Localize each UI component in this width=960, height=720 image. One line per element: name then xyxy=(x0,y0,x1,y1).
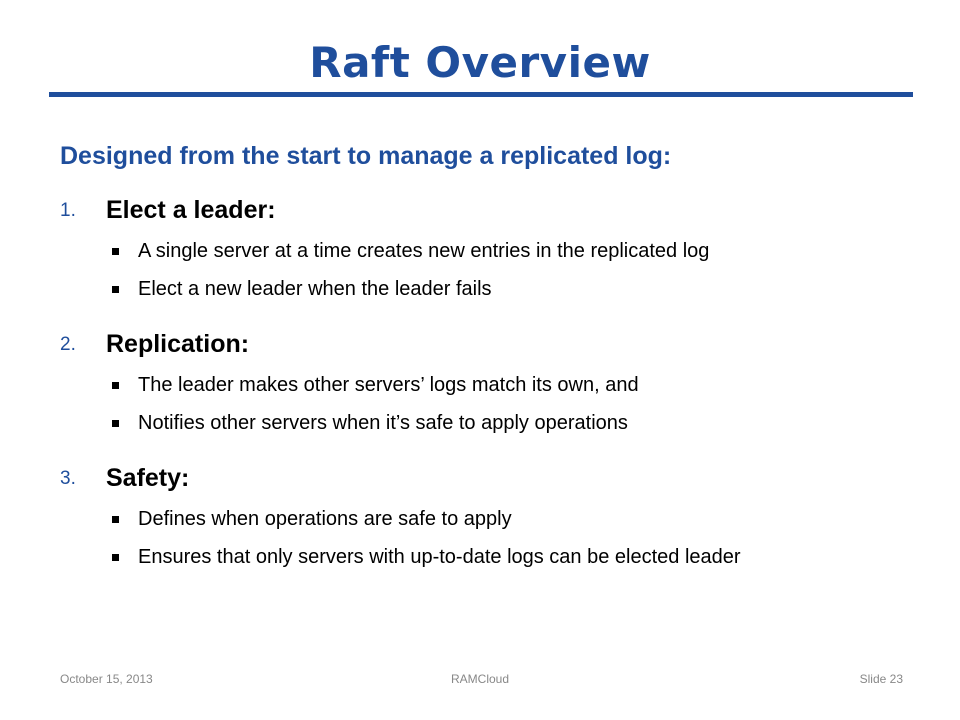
bullet-text: Notifies other servers when it’s safe to… xyxy=(138,412,628,434)
title-underline xyxy=(49,92,913,97)
bullet-text: The leader makes other servers’ logs mat… xyxy=(138,374,639,396)
footer-date: October 15, 2013 xyxy=(60,672,153,686)
bullet-text: Ensures that only servers with up-to-dat… xyxy=(138,546,741,568)
footer-slide-number: Slide 23 xyxy=(859,672,903,686)
section-heading: Safety: xyxy=(106,464,190,492)
square-bullet-icon xyxy=(112,554,119,561)
footer-title: RAMCloud xyxy=(450,672,510,686)
slide-subtitle: Designed from the start to manage a repl… xyxy=(60,142,672,170)
square-bullet-icon xyxy=(112,516,119,523)
square-bullet-icon xyxy=(112,286,119,293)
square-bullet-icon xyxy=(112,248,119,255)
section-number: 1. xyxy=(60,200,76,221)
section-number: 3. xyxy=(60,468,76,489)
bullet-text: Elect a new leader when the leader fails xyxy=(138,278,492,300)
bullet-text: A single server at a time creates new en… xyxy=(138,240,710,262)
slide-title: Raft Overview xyxy=(309,38,651,87)
square-bullet-icon xyxy=(112,420,119,427)
square-bullet-icon xyxy=(112,382,119,389)
bullet-text: Defines when operations are safe to appl… xyxy=(138,508,512,530)
section-heading: Replication: xyxy=(106,330,250,358)
section-heading: Elect a leader: xyxy=(106,196,276,224)
section-number: 2. xyxy=(60,334,76,355)
